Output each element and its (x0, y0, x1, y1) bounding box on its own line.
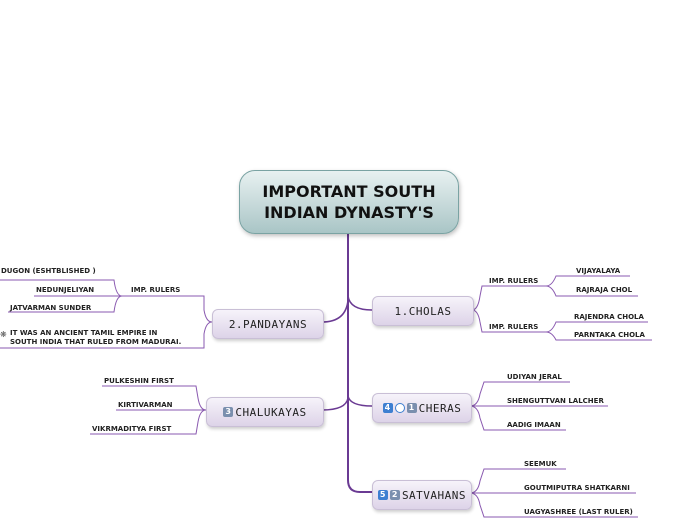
satvahans-ruler-1[interactable]: SEEMUK (524, 460, 557, 468)
satvahans-ruler-3[interactable]: UAGYASHREE (LAST RULER) (524, 508, 633, 516)
central-topic-line2: INDIAN DYNASTY'S (264, 203, 434, 222)
topic-chalukayas[interactable]: 3 CHALUKAYAS (206, 397, 324, 427)
note-icon: ❋ (0, 330, 7, 339)
pandayans-note-line2: SOUTH INDIA THAT RULED FROM MADURAI. (10, 338, 182, 346)
topic-satvahans[interactable]: 5 2 SATVAHANS (372, 480, 472, 510)
cheras-ruler-1[interactable]: UDIYAN JERAL (507, 373, 562, 381)
cholas-group2-label[interactable]: IMP. RULERS (489, 323, 539, 331)
number-3-icon: 3 (223, 407, 234, 417)
circle-icon (394, 403, 405, 413)
number-2-icon: 2 (389, 490, 400, 500)
number-5-icon: 5 (377, 490, 388, 500)
chalukayas-ruler-2[interactable]: KIRTIVARMAN (118, 401, 173, 409)
cholas-group1-label[interactable]: IMP. RULERS (489, 277, 539, 285)
topic-cheras[interactable]: 4 1 CHERAS (372, 393, 472, 423)
chalukayas-ruler-3[interactable]: VIKRMADITYA FIRST (92, 425, 172, 433)
topic-pandayans-label: 2.PANDAYANS (228, 317, 308, 331)
topic-satvahans-label: SATVAHANS (401, 488, 467, 502)
cholas-ruler-2[interactable]: RAJRAJA CHOL (576, 286, 633, 294)
cholas-ruler-4[interactable]: PARNTAKA CHOLA (574, 331, 645, 339)
pandayans-ruler-3[interactable]: JATVARMAN SUNDER (10, 304, 92, 312)
topic-chalukayas-label: CHALUKAYAS (235, 405, 307, 419)
topic-cheras-label: CHERAS (418, 401, 462, 415)
pandayans-note-line1: IT WAS AN ANCIENT TAMIL EMPIRE IN (10, 329, 158, 337)
pandayans-ruler-1[interactable]: DUGON (ESHTBLISHED ) (1, 267, 96, 275)
satvahans-ruler-2[interactable]: GOUTMIPUTRA SHATKARNI (524, 484, 630, 492)
topic-cholas-label: 1.CHOLAS (394, 304, 452, 318)
topic-pandayans[interactable]: 2.PANDAYANS (212, 309, 324, 339)
cheras-ruler-2[interactable]: SHENGUTTVAN LALCHER (507, 397, 604, 405)
number-1-icon: 1 (406, 403, 417, 413)
topic-cholas[interactable]: 1.CHOLAS (372, 296, 474, 326)
central-topic[interactable]: IMPORTANT SOUTH INDIAN DYNASTY'S (239, 170, 459, 234)
cholas-ruler-3[interactable]: RAJENDRA CHOLA (574, 313, 644, 321)
number-4-icon: 4 (382, 403, 393, 413)
chalukayas-ruler-1[interactable]: PULKESHIN FIRST (104, 377, 174, 385)
pandayans-group-label[interactable]: IMP. RULERS (131, 286, 181, 294)
cholas-ruler-1[interactable]: VIJAYALAYA (576, 267, 621, 275)
pandayans-note[interactable]: ❋ IT WAS AN ANCIENT TAMIL EMPIRE IN SOUT… (0, 329, 181, 347)
central-topic-line1: IMPORTANT SOUTH (262, 182, 436, 201)
pandayans-ruler-2[interactable]: NEDUNJELIYAN (36, 286, 95, 294)
cheras-ruler-3[interactable]: AADIG IMAAN (507, 421, 561, 429)
